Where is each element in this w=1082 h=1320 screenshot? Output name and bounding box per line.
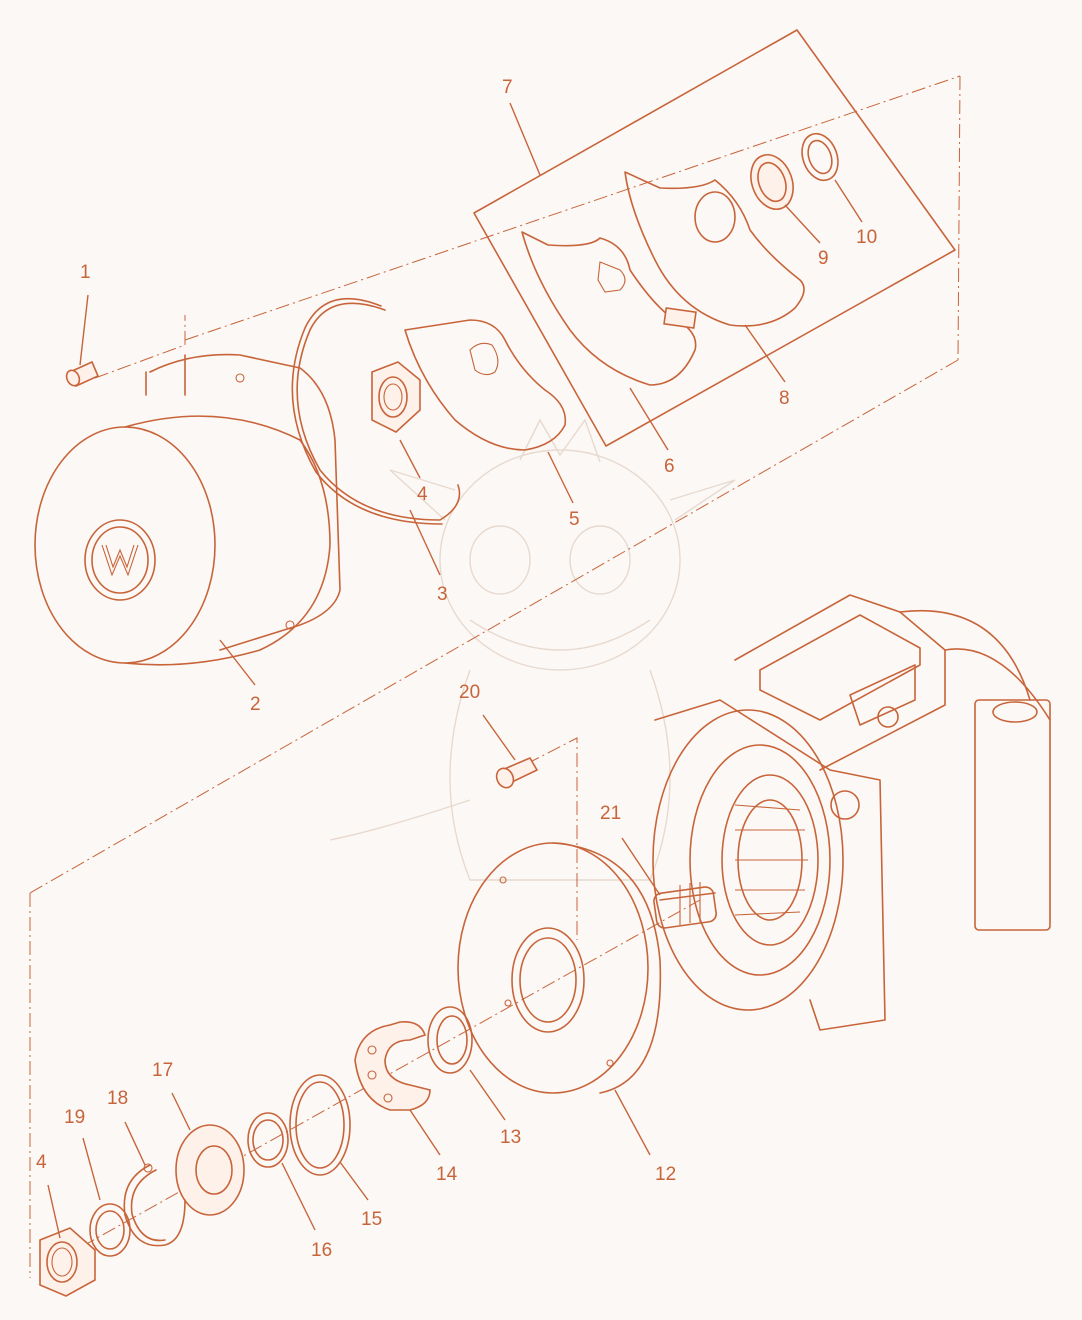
part-6-plate bbox=[521, 231, 697, 386]
callout-1: 1 bbox=[80, 262, 91, 283]
part-19-ring bbox=[89, 1203, 131, 1257]
motor-body bbox=[652, 594, 1051, 1031]
callout-21: 21 bbox=[600, 803, 621, 824]
part-4-lower-hex-nut bbox=[39, 1227, 96, 1297]
part-3-spring-ring bbox=[291, 297, 461, 525]
callout-10: 10 bbox=[856, 227, 877, 248]
part-5-cam-plate bbox=[404, 319, 567, 451]
w-logo-icon bbox=[101, 544, 139, 577]
callout-8: 8 bbox=[779, 388, 790, 409]
callout-9: 9 bbox=[818, 248, 829, 269]
part-7-assembly-frame bbox=[473, 29, 956, 447]
part-16-ring bbox=[247, 1112, 289, 1168]
part-14-bearing-cage bbox=[354, 1020, 431, 1111]
callout-14: 14 bbox=[436, 1164, 458, 1185]
callout-3: 3 bbox=[437, 584, 448, 605]
part-2-brake-cover bbox=[34, 353, 341, 666]
callout-15: 15 bbox=[361, 1209, 382, 1230]
part-18-circlip bbox=[123, 1163, 186, 1247]
callout-19: 19 bbox=[64, 1107, 85, 1128]
callout-5: 5 bbox=[569, 509, 580, 530]
part-15-wave-washer bbox=[289, 1074, 351, 1176]
part-1-screw bbox=[65, 360, 100, 388]
callout-18: 18 bbox=[107, 1088, 128, 1109]
callout-13: 13 bbox=[500, 1127, 521, 1148]
callout-12: 12 bbox=[655, 1164, 676, 1185]
dragon-watermark-icon bbox=[329, 418, 736, 881]
callout-6: 6 bbox=[664, 456, 675, 477]
callout-4-upper: 4 bbox=[417, 484, 428, 505]
part-9-seal-ring bbox=[750, 154, 794, 210]
part-20-bolt bbox=[495, 756, 539, 789]
upper-assembly-axis bbox=[29, 75, 961, 1278]
part-4-hex-nut bbox=[371, 361, 421, 433]
leader-lines bbox=[47, 102, 863, 1239]
callout-16: 16 bbox=[311, 1240, 332, 1261]
callout-17: 17 bbox=[152, 1060, 173, 1081]
part-13-bearing-ring bbox=[427, 1006, 473, 1074]
part-17-washer bbox=[175, 1124, 245, 1216]
callout-2: 2 bbox=[250, 694, 261, 715]
callout-4-lower: 4 bbox=[36, 1152, 47, 1173]
part-10-ring bbox=[801, 132, 839, 182]
part-12-flange-disc bbox=[457, 842, 662, 1094]
callout-7: 7 bbox=[502, 77, 513, 98]
callout-20: 20 bbox=[459, 682, 480, 703]
part-8-plate bbox=[624, 171, 805, 327]
callout-labels: 1 2 3 4 5 6 7 8 9 10 12 13 14 15 16 17 1… bbox=[36, 77, 877, 1261]
